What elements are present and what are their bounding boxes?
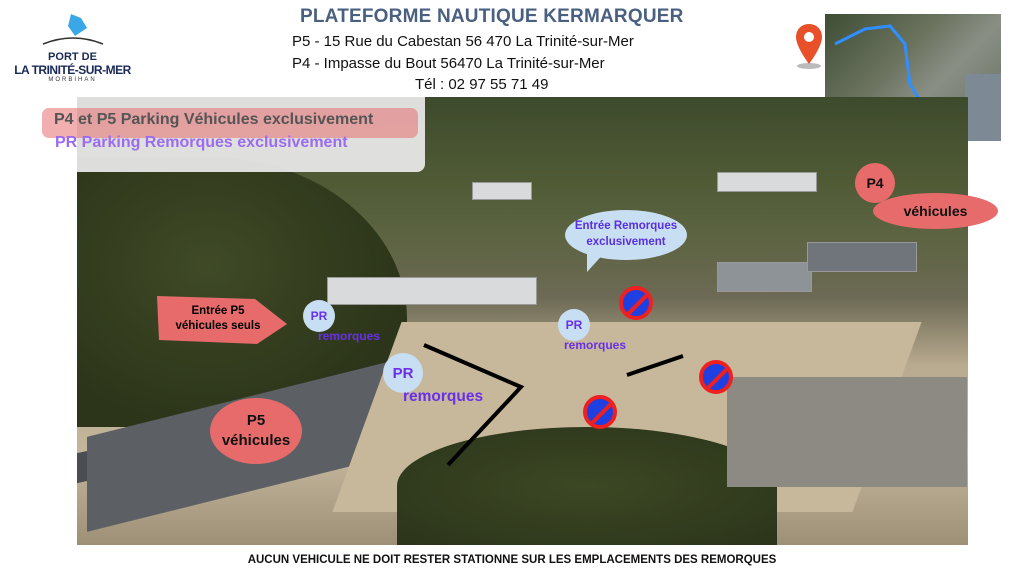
footer-notice: AUCUN VEHICULE NE DOIT RESTER STATIONNE …	[247, 554, 777, 566]
pr-badge: PR	[558, 309, 590, 341]
p5-label: P5 véhicules	[210, 398, 302, 464]
pr-badge: PR	[303, 300, 335, 332]
building	[717, 172, 817, 192]
logo-line3: MORBIHAN	[48, 77, 97, 83]
forest-area	[397, 427, 777, 545]
legend-trailers: PR Parking Remorques exclusivement	[55, 134, 348, 151]
bubble-tail	[587, 250, 607, 272]
logo-line2: LA TRINITÉ-SUR-MER	[14, 63, 131, 77]
page-title: PLATEFORME NAUTIQUE KERMARQUER	[300, 6, 684, 27]
p5-code: P5	[246, 412, 266, 429]
entry-trailers-bubble: Entrée Remorques exclusivement	[565, 210, 687, 260]
pr-badge: PR	[383, 353, 423, 393]
pr-label: remorques	[318, 329, 381, 343]
building	[327, 277, 537, 305]
address-p5: P5 - 15 Rue du Cabestan 56 470 La Trinit…	[292, 33, 634, 50]
building	[807, 242, 917, 272]
p5-text: véhicules	[221, 432, 291, 449]
legend-vehicles: P4 et P5 Parking Véhicules exclusivement	[42, 108, 418, 138]
no-parking-icon	[583, 395, 617, 429]
port-logo: PORT DE LA TRINITÉ-SUR-MER MORBIHAN	[10, 12, 135, 83]
building	[717, 262, 812, 292]
address-p4: P4 - Impasse du Bout 56470 La Trinité-su…	[292, 55, 605, 72]
p4-code: P4	[855, 163, 895, 203]
no-parking-icon	[619, 286, 653, 320]
pr-label: remorques	[564, 338, 627, 352]
entry-p5-arrow	[157, 296, 287, 344]
p4-label: véhicules	[873, 193, 998, 229]
entry-p5-label: Entrée P5 véhicules seuls	[175, 305, 261, 332]
phone: Tél : 02 97 55 71 49	[415, 76, 549, 93]
no-parking-icon	[699, 360, 733, 394]
sail-icon	[42, 14, 103, 45]
boat-yard	[727, 377, 967, 487]
building	[472, 182, 532, 200]
logo-line1: PORT DE	[48, 51, 97, 63]
map-pin-icon	[796, 24, 822, 69]
pr-label: remorques	[403, 388, 484, 405]
